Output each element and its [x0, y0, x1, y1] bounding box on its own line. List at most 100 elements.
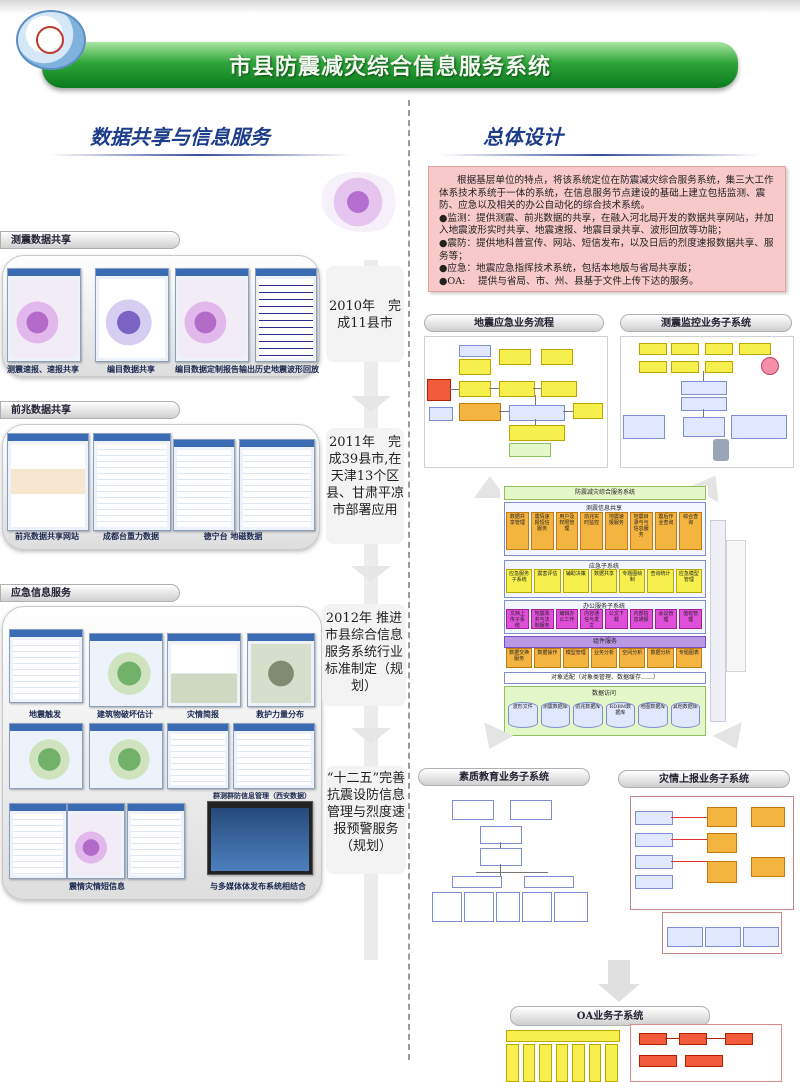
row6-cell: 其他数据库	[670, 702, 700, 728]
intro-bullet-monitoring: ●监测：提供测震、前兆数据的共享，在融入河北局开发的数据共享网站，并加入地震波形…	[439, 212, 774, 237]
caption: 成都台重力数据	[103, 531, 159, 541]
arch-row-label-1: 测震信息共享	[585, 505, 622, 512]
timeline-12th-five-year: “十二五”完善抗震设防信息管理与烈度速报预警服务（规划）	[326, 766, 406, 874]
oa-column	[588, 1044, 602, 1082]
monitoring-subsystem-diagram	[620, 336, 794, 468]
catalog-report-screenshot	[175, 268, 249, 362]
oa-column	[605, 1044, 619, 1082]
left-title-underline	[50, 154, 350, 156]
arch-row-2: 应急服务子系统震害评估辅助决策数据共享专题图绘制查询统计应急模型管理	[506, 569, 702, 593]
row2-cell: 震害评估	[534, 569, 561, 593]
row3-cell: 地震政务与法制服务	[530, 609, 554, 629]
row2-cell: 专题图绘制	[619, 569, 646, 593]
oa-column	[539, 1044, 552, 1082]
precursor-sharing-panel: 前兆数据共享网站 成都台重力数据 德宁台 地磁数据	[2, 424, 320, 550]
caption: 测震速报、速报共享	[7, 364, 79, 374]
row4-cell: 业务分析	[590, 648, 618, 668]
seismic-sharing-panel: 测震速报、速报共享 编目数据共享 编目数据定制报告输出 历史地震波形回放	[2, 255, 320, 377]
row6-cell: 前兆数据库	[573, 702, 603, 728]
down-arrow-right-icon	[712, 722, 752, 756]
intro-paragraph: 根据基层单位的特点，将该系统定位在防震减灾综合服务系统，集三大工作体系技术系统于…	[439, 175, 774, 212]
map-screenshot-1	[9, 723, 83, 789]
row2-cell: 查询统计	[647, 569, 674, 593]
geomagnetic-data-screenshot-2	[239, 439, 315, 531]
sms-screenshot-3	[127, 803, 185, 879]
education-subsystem-diagram	[424, 794, 600, 922]
up-arrow-left-icon	[474, 476, 506, 498]
emergency-flow-diagram	[424, 336, 608, 468]
left-section-title: 数据共享与信息服务	[90, 125, 270, 149]
sms-screenshot-2	[67, 803, 125, 879]
row1-cell: 地震目录与与信息服务	[629, 512, 653, 550]
tab-education-subsystem[interactable]: 素质教育业务子系统	[418, 768, 590, 786]
caption: 建筑物破坏估计	[97, 709, 153, 719]
oa-arrow-stem	[608, 960, 630, 984]
emergency-service-panel: 地震触发 建筑物破坏估计 灾情简报 救护力量分布 群测群防信息管理（西安数据） …	[2, 606, 322, 900]
timeline-2010: 2010年 完成11县市	[326, 266, 404, 362]
tab-oa-subsystem[interactable]: OA业务子系统	[510, 1006, 710, 1026]
row2-cell: 应急模型管理	[675, 569, 702, 593]
row6-cell: 波形文件	[508, 702, 538, 728]
tab-precursor-data-sharing[interactable]: 前兆数据共享	[0, 401, 180, 419]
timeline-arrow-icon	[351, 396, 391, 412]
caption: 救护力量分布	[256, 709, 304, 719]
title-banner	[42, 42, 738, 88]
arch-row-label-6: 数据访问	[591, 690, 616, 697]
caption: 前兆数据共享网站	[15, 531, 79, 541]
row6-cell: 测震数据库	[540, 702, 570, 728]
row2-cell: 辅助决策	[562, 569, 589, 593]
row2-cell: 应急服务子系统	[506, 569, 533, 593]
column-divider	[408, 100, 410, 1060]
caption: 震情灾情短信息	[69, 881, 125, 891]
precursor-website-screenshot	[7, 433, 89, 531]
row4-cell: 数据交换服务	[506, 648, 533, 668]
sms-screenshot-1	[9, 803, 67, 879]
row4-cell: 数据分析	[647, 648, 674, 668]
page-title: 市县防震减灾综合信息服务系统	[228, 54, 551, 80]
phone-icon	[713, 439, 729, 461]
tab-emergency-info-service[interactable]: 应急信息服务	[0, 584, 180, 602]
intro-bullet-emergency: ●应急：地震应急指挥技术系统，包括本地版与省局共享版；	[439, 263, 697, 275]
timeline-arrow-icon	[351, 566, 391, 582]
arch-side-label-bar	[710, 520, 726, 722]
row1-cell: 震情速报短信服务	[530, 512, 554, 550]
caption: 编目数据定制报告输出	[175, 364, 255, 374]
oa-arrow-icon	[598, 984, 640, 1002]
logo-mark-icon	[36, 26, 64, 54]
oa-subsystem-diagram	[498, 1030, 626, 1082]
row1-cell: 地震速报服务	[605, 512, 628, 550]
row1-cell: 用户及权限管理	[555, 512, 579, 550]
oa-column	[522, 1044, 536, 1082]
row3-cell: 内部信息通报	[629, 609, 653, 629]
oa-flow-diagram	[630, 1024, 782, 1082]
tab-emergency-flow[interactable]: 地震应急业务流程	[424, 314, 604, 332]
row6-cell: 地图数据库	[638, 702, 668, 728]
form-screenshot	[167, 723, 229, 789]
arch-top-layer: 防震减灾综合服务系统	[504, 486, 706, 500]
disaster-report-lower-diagram	[662, 912, 782, 954]
disaster-report-diagram	[630, 796, 794, 910]
arch-row-label-5: 对象适配（对象类管理、数据缓存……）	[504, 672, 706, 684]
caption: 编目数据共享	[107, 364, 155, 374]
disaster-brief-screenshot	[167, 633, 241, 707]
timeline-2011: 2011年 完成39县市,在天津13个区县、甘肃平凉市部署应用	[326, 428, 404, 544]
caption: 与多媒体体发布系统相结合	[210, 881, 306, 891]
row1-cell: 震后作业查询	[654, 512, 678, 550]
row6-cell: RDBM数据库	[605, 702, 635, 728]
right-title-underline	[440, 154, 760, 156]
oa-columns	[506, 1044, 619, 1082]
arch-row-label-2: 应急子系统	[588, 563, 619, 570]
tab-seismic-data-sharing[interactable]: 测震数据共享	[0, 231, 180, 249]
arch-row-4: 数据交换服务数据操作模型管理业务分析空间分析数据分析专题图表	[506, 648, 702, 668]
tab-monitoring-subsystem[interactable]: 测震监控业务子系统	[620, 314, 792, 332]
row2-cell: 数据共享	[590, 569, 618, 593]
tab-disaster-report-subsystem[interactable]: 灾情上报业务子系统	[618, 770, 790, 788]
arch-row-1: 数据共享管理震情速报短信服务用户及权限管理前兆实时监控地震速报服务地震目录与与信…	[506, 512, 702, 550]
row1-cell: 数据共享管理	[506, 512, 529, 550]
arch-row-label-3: 办公服务子系统	[582, 603, 625, 610]
row3-cell: 编辑办公工作	[555, 609, 579, 629]
intro-bullet-oa: ●OA: 提供与省局、市、州、县基于文件上传下达的服务。	[439, 275, 699, 287]
caption: 群测群防信息管理（西安数据）	[213, 791, 311, 800]
seismic-quick-report-screenshot	[7, 268, 81, 362]
